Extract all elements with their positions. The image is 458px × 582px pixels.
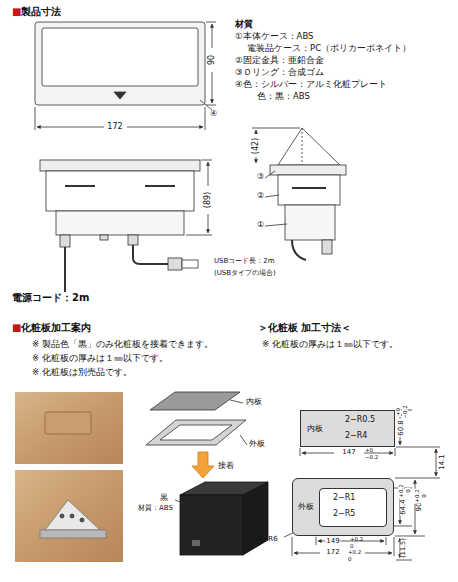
material-note: ④色：シルバー：アルミ化粧プレート	[235, 80, 387, 89]
case-body	[285, 205, 335, 240]
front-plate	[35, 22, 205, 105]
dimension: +0.2	[414, 488, 420, 503]
callout-number: ①	[257, 221, 264, 230]
material-note: ②固定金具：亜鉛合金	[235, 56, 324, 65]
cord-note: (USBタイプの場合)	[214, 270, 276, 278]
power-cord	[64, 247, 66, 292]
dimension: 149	[325, 538, 340, 546]
outer-plate	[146, 420, 246, 445]
plate-outline: 外板 2−R1 2−R5	[292, 478, 394, 536]
cord-note: USBコード長：2m	[214, 258, 275, 266]
callout-number: ③	[257, 173, 264, 182]
radius-note: 2−R1	[333, 494, 355, 503]
callout-number: ②	[257, 192, 264, 201]
plate-outline: 内板 2−R0.5 2−R4	[300, 410, 395, 447]
dimension: 0	[350, 543, 354, 549]
cord-note: 電源コード：2m	[12, 292, 89, 303]
dimension: 0	[421, 493, 427, 499]
dimension: 0	[405, 488, 411, 494]
photo-open	[15, 470, 123, 562]
section-heading: ＞化粧板 加工寸法＜	[258, 322, 351, 333]
open-lid	[278, 128, 340, 165]
part-label: 接着	[218, 462, 234, 471]
dimension: 172	[106, 123, 123, 132]
front-lid	[42, 28, 198, 86]
radius-note: 2−R5	[333, 510, 355, 519]
inner-plate	[150, 392, 240, 410]
side-plate	[40, 160, 200, 171]
part-label: 黒	[160, 494, 168, 503]
dimension: 4−R6	[258, 536, 278, 544]
dimension: 60.8	[398, 419, 406, 437]
radius-note: 2−R0.5	[345, 416, 375, 425]
material-note: 材質	[235, 20, 253, 30]
section-heading: ■化粧板加工案内	[12, 322, 91, 333]
material-note: 電装品ケース：PC（ポリカーボネイト）	[247, 44, 411, 53]
callout-number: ④	[210, 110, 217, 119]
section-heading: ■製品寸法	[12, 6, 61, 17]
dimension: +0.2	[350, 536, 363, 542]
dimension: +0	[365, 447, 373, 453]
usb-cord	[133, 245, 168, 264]
part-name: 外板	[298, 503, 314, 512]
dimension: −0.2	[365, 454, 378, 460]
dimension: −0.2	[402, 404, 408, 419]
material-note: ③Ｏリング：合成ゴム	[235, 68, 324, 77]
open-mark	[114, 92, 126, 99]
note: ※ 化粧板は別売品です。	[32, 368, 132, 377]
black-body	[180, 495, 243, 555]
note: ※ 化粧板の厚みは１㎜以下です。	[32, 354, 168, 363]
dimension: 0	[348, 556, 352, 562]
dimension: +0.2	[398, 483, 404, 498]
dimension: 64.4	[400, 498, 408, 516]
part-name: 内板	[307, 425, 323, 434]
side-body	[46, 171, 194, 211]
part-label: 内板	[246, 398, 262, 407]
dimension: +0.2	[348, 549, 361, 555]
dimension: 172	[325, 549, 340, 557]
dimension: 147	[341, 449, 356, 457]
radius-note: 2−R4	[345, 432, 367, 441]
material-note: 色：黒：ABS	[257, 92, 310, 101]
dimension: (11.5)	[400, 537, 407, 559]
bond-arrow	[192, 452, 214, 478]
dimension: 90	[208, 54, 217, 66]
note: ※ 化粧板の厚みは１㎜以下です。	[262, 340, 398, 349]
material-note: ①本体ケース：ABS	[235, 32, 314, 41]
part-label: 材質：ABS	[138, 505, 173, 513]
part-label: 外板	[249, 440, 265, 449]
note: ※ 製品色「黒」のみ化粧板を接着できます。	[32, 340, 213, 349]
photo-flush	[15, 392, 123, 464]
dimension: +0	[395, 407, 401, 417]
dimension: (89)	[204, 191, 213, 209]
dimension: 14.1	[439, 453, 447, 471]
dimension: (42)	[252, 137, 261, 155]
